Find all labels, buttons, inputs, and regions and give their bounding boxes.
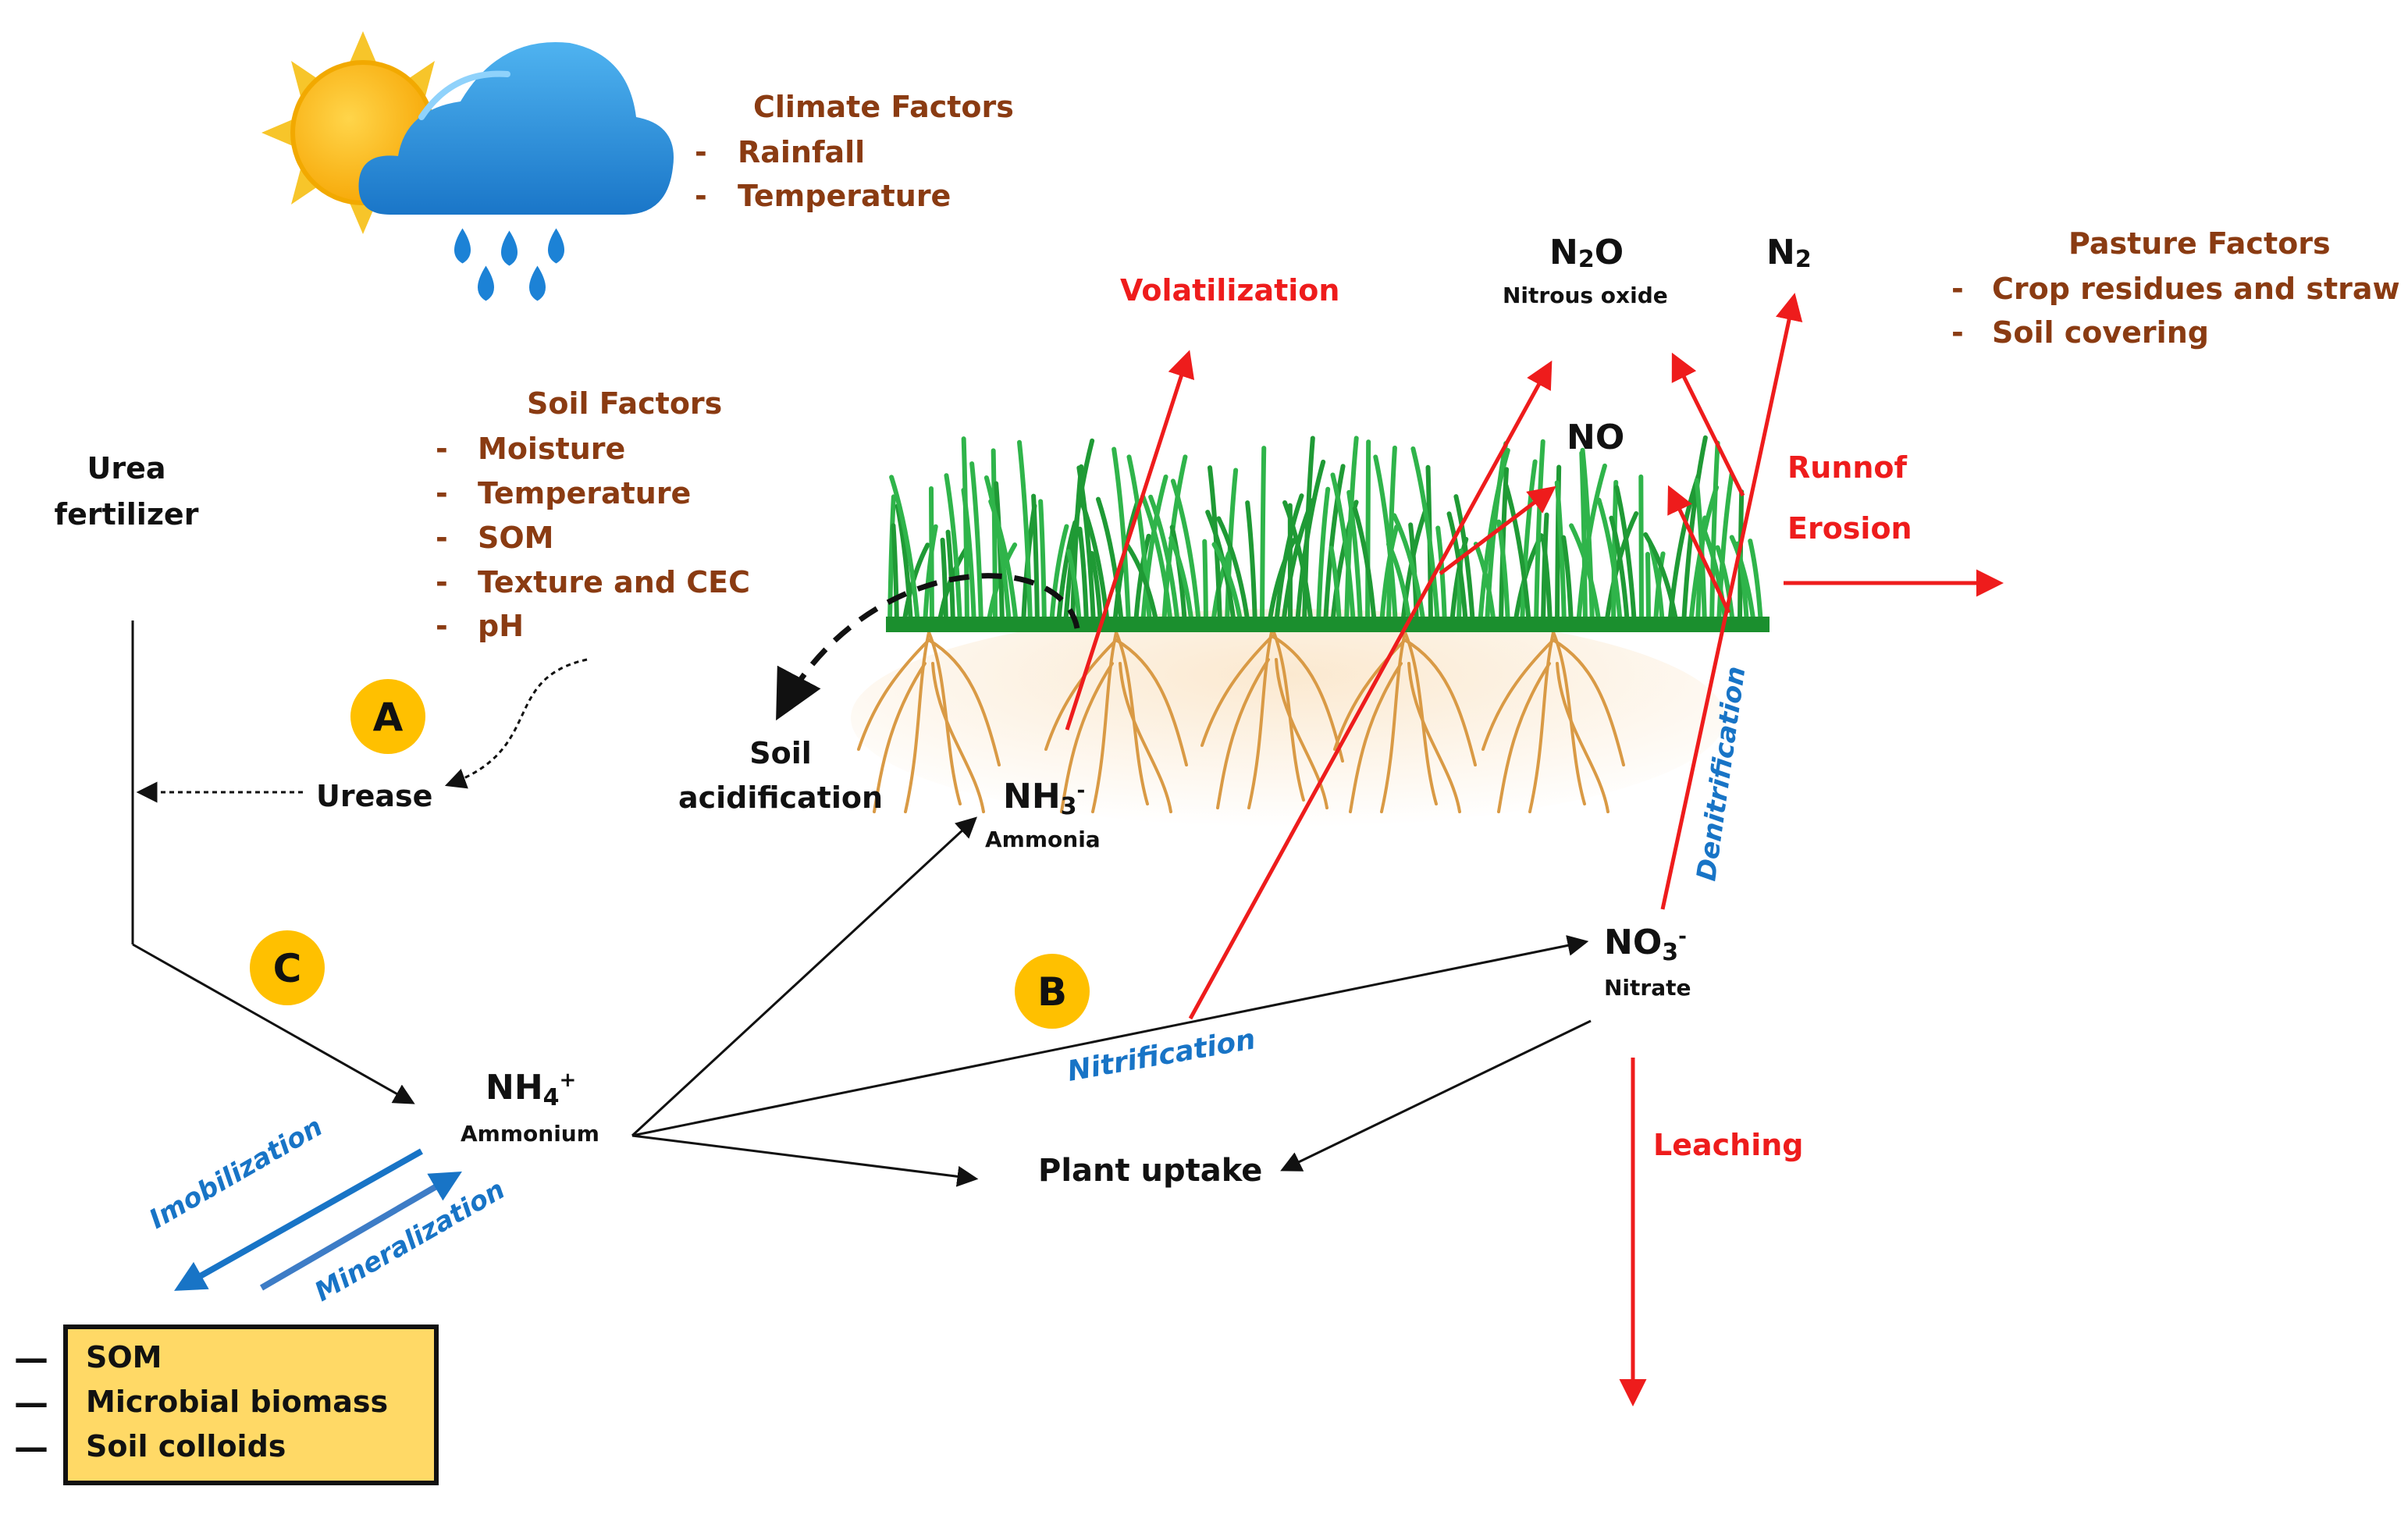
grass-blade <box>994 450 995 624</box>
soil-bullet: - <box>436 521 448 555</box>
badge-c: C <box>250 930 325 1005</box>
grass-blade <box>1262 448 1264 624</box>
climate-factors-title: Climate Factors <box>753 90 1014 124</box>
organic-pool-box: — — — SOM Microbial biomass Soil colloid… <box>14 1327 436 1483</box>
ammonia-name: Ammonia <box>985 827 1101 852</box>
runoff-label: Runnof <box>1787 450 1908 485</box>
pasture-item-soil-covering: Soil covering <box>1992 315 2209 350</box>
pool-marker: — <box>14 1428 48 1467</box>
badge-b: B <box>1015 954 1090 1029</box>
grass-blade <box>1033 496 1037 624</box>
svg-text:NH4+: NH4+ <box>486 1068 576 1111</box>
soil-factors-to-urease-arrow <box>449 660 587 784</box>
grass-blade <box>1204 542 1206 624</box>
rain-drops-icon <box>454 229 564 301</box>
pasture-item-residues: Crop residues and straw <box>1992 272 2400 306</box>
pool-marker: — <box>14 1383 48 1423</box>
urea-label-line1: Urea <box>87 451 165 485</box>
nitrate-name: Nitrate <box>1604 975 1691 1001</box>
grass-blade <box>1040 501 1044 624</box>
soil-item-moisture: Moisture <box>478 432 625 466</box>
svg-text:A: A <box>373 695 404 740</box>
nitrous-oxide-name: Nitrous oxide <box>1503 283 1668 308</box>
ammonium-to-ammonia-arrow <box>632 820 974 1136</box>
urea-label-line2: fertilizer <box>55 497 199 532</box>
soil-bullet: - <box>436 609 448 643</box>
nitrification-label: Nitrification <box>1065 1023 1257 1088</box>
grass-blade <box>1080 529 1087 624</box>
soil-bullet: - <box>436 476 448 510</box>
svg-text:C: C <box>273 946 302 991</box>
leaching-label: Leaching <box>1653 1128 1804 1162</box>
badge-a: A <box>350 679 425 754</box>
ammonium-to-nitrate-arrow <box>632 942 1585 1136</box>
pool-item-som: SOM <box>86 1340 162 1374</box>
soil-acidification-line1: Soil <box>749 736 812 770</box>
pasture-bullet: - <box>1951 272 1964 306</box>
grass-blade <box>1247 503 1255 624</box>
pasture-factors-title: Pasture Factors <box>2068 226 2331 261</box>
nitrate-to-plant-arrow <box>1284 1021 1591 1169</box>
pasture-factors: Pasture Factors - Crop residues and stra… <box>1951 226 2400 350</box>
pasture-bullet: - <box>1951 315 1964 350</box>
svg-text:NO3-: NO3- <box>1604 923 1687 966</box>
soil-item-ph: pH <box>478 609 524 643</box>
ammonium-label: NH4+ Ammonium <box>461 1068 599 1147</box>
erosion-label: Erosion <box>1787 511 1912 546</box>
climate-bullet: - <box>695 179 707 213</box>
grass-blade <box>1712 443 1718 624</box>
svg-text:B: B <box>1037 969 1067 1015</box>
grass-blade <box>931 489 932 624</box>
soil-item-texture-cec: Texture and CEC <box>478 565 750 599</box>
soil-item-temperature: Temperature <box>478 476 691 510</box>
soil-factors: Soil Factors - Moisture - Temperature - … <box>436 386 750 643</box>
grass-blade <box>1613 482 1616 624</box>
soil-item-som: SOM <box>478 521 554 555</box>
climate-item-rainfall: Rainfall <box>738 135 865 169</box>
roots-illustration <box>851 609 1725 827</box>
pool-item-soil-colloids: Soil colloids <box>86 1429 286 1463</box>
urease-label: Urease <box>316 779 432 813</box>
volatilization-label: Volatilization <box>1120 273 1339 308</box>
ammonium-name: Ammonium <box>461 1121 599 1147</box>
grass-blade <box>1648 554 1649 624</box>
dinitrogen-label: N2 <box>1766 233 1812 273</box>
nitric-oxide-label: NO <box>1567 418 1624 457</box>
grass-blade <box>1098 500 1122 624</box>
soil-factors-title: Soil Factors <box>527 386 722 421</box>
pool-item-microbial-biomass: Microbial biomass <box>86 1385 388 1419</box>
svg-text:N2O: N2O <box>1549 233 1624 273</box>
climate-factors: Climate Factors - Rainfall - Temperature <box>695 90 1014 213</box>
soil-acidification-line2: acidification <box>678 781 883 815</box>
climate-bullet: - <box>695 135 707 169</box>
plant-uptake-label: Plant uptake <box>1038 1153 1262 1189</box>
ammonium-to-plant-arrow <box>632 1136 974 1179</box>
climate-item-temperature: Temperature <box>738 179 951 213</box>
grass-blade <box>893 525 897 624</box>
n2o-denitrification-arrow <box>1674 357 1743 496</box>
grass-illustration <box>886 438 1770 632</box>
pool-marker: — <box>14 1339 48 1378</box>
nitrate-label: NO3- Nitrate <box>1604 923 1691 1001</box>
soil-bullet: - <box>436 565 448 599</box>
soil-bullet: - <box>436 432 448 466</box>
nitrous-oxide-label: N2O Nitrous oxide <box>1503 233 1668 308</box>
